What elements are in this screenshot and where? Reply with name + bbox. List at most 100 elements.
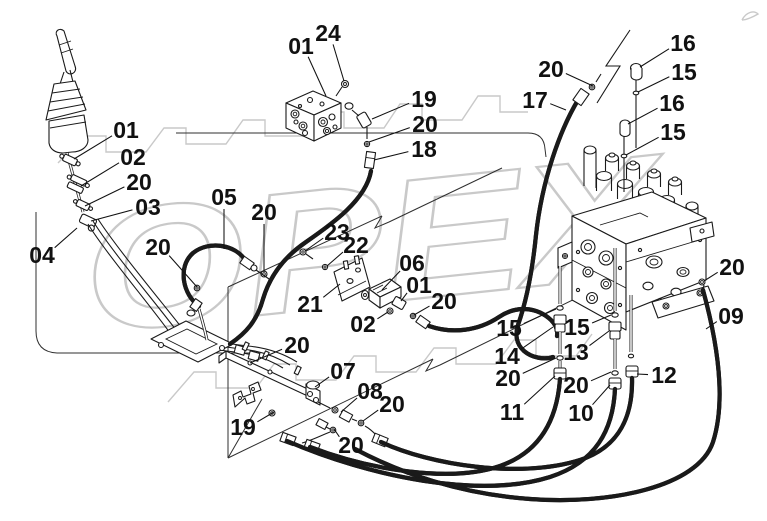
screw-23 (299, 248, 307, 256)
callout-leader-15-32 (591, 314, 612, 324)
callout-label-01-8: 01 (288, 33, 314, 59)
tee-block-07 (305, 380, 321, 406)
nut-20 (588, 83, 596, 91)
callout-leader-20-13 (565, 73, 594, 87)
callout-leader-20-25 (413, 305, 430, 316)
callout-label-22-20: 22 (343, 232, 369, 258)
callout-leader-10-35 (592, 384, 611, 406)
callout-leader-02-24 (377, 311, 389, 320)
callout-label-20-34: 20 (563, 372, 589, 398)
hose-end-cap (186, 309, 196, 317)
break-symbol (596, 29, 631, 104)
fitting-08 (338, 409, 354, 423)
callout-label-15-18: 15 (660, 119, 686, 145)
bracket-21 (299, 248, 371, 302)
hose-17 (516, 73, 602, 358)
hose-05-loop (184, 246, 273, 341)
hose-end-12 (625, 365, 639, 378)
callout-label-15-28: 15 (496, 315, 522, 341)
callout-label-16-15: 16 (670, 30, 696, 56)
shuttle-valve-block (285, 79, 377, 170)
callout-leader-16-17 (627, 107, 658, 125)
nut (357, 419, 365, 427)
callout-label-20-30: 20 (495, 365, 521, 391)
callout-label-19-10: 19 (411, 86, 437, 112)
callout-leader-13-33 (589, 330, 610, 346)
callout-label-03-3: 03 (135, 194, 161, 220)
callout-label-20-26: 20 (719, 254, 745, 280)
callout-label-20-6: 20 (145, 234, 171, 260)
callout-label-20-42: 20 (338, 432, 364, 458)
joystick-body (48, 114, 89, 154)
callout-label-09-27: 09 (718, 303, 744, 329)
callout-leader-15-18 (625, 136, 659, 156)
callout-label-02-24: 02 (350, 311, 376, 337)
tube-clamp (59, 153, 81, 167)
callout-leader-03-3 (90, 209, 133, 222)
callout-leader-01-23 (400, 292, 408, 302)
floor-panel-top-edge (176, 132, 547, 158)
callout-leader-20-11 (368, 127, 410, 143)
callout-leader-20-34 (590, 371, 612, 382)
callout-leader-01-0 (73, 135, 113, 160)
callout-leader-15-28 (523, 308, 557, 324)
callout-label-01-0: 01 (113, 117, 139, 143)
watermark-jagged-band-mid (167, 333, 593, 403)
callout-label-01-23: 01 (406, 272, 432, 298)
ring-15 (632, 90, 640, 96)
callout-leader-19-41 (257, 411, 275, 423)
z-bracket-19 (232, 381, 262, 408)
nut-02 (386, 307, 394, 315)
callout-label-15-16: 15 (671, 59, 697, 85)
nut (193, 284, 201, 292)
callout-label-20-25: 20 (431, 288, 457, 314)
callout-leader-07-38 (314, 376, 330, 388)
callout-label-18-12: 18 (411, 136, 437, 162)
hose-end-18 (363, 150, 377, 170)
callout-leader-20-30 (522, 357, 557, 374)
tube-clamp (72, 199, 94, 211)
ring-15 (620, 153, 628, 159)
bottom-hoses (284, 287, 720, 500)
callout-leader-20-42 (333, 428, 340, 438)
ring-15 (611, 312, 619, 318)
callout-leader-24-9 (332, 44, 345, 82)
callout-leader-02-1 (80, 162, 120, 187)
fitting (315, 418, 329, 430)
callout-leader-21-21 (322, 283, 341, 298)
callout-label-17-14: 17 (522, 87, 548, 113)
callout-leader-04-4 (54, 227, 78, 249)
callout-label-20-13: 20 (538, 56, 564, 82)
nut (329, 426, 337, 434)
floor-panel-left-edge (35, 212, 250, 354)
outlet-nut-20 (698, 278, 706, 286)
callout-label-07-38: 07 (330, 358, 356, 384)
fitting-13 (608, 321, 622, 332)
callout-leader-17-14 (550, 103, 567, 111)
callout-leader-23-19 (304, 237, 324, 252)
callout-label-20-40: 20 (379, 391, 405, 417)
nut (331, 406, 339, 414)
hose-fitting (572, 87, 590, 107)
callout-leader-15-16 (637, 76, 670, 93)
panel-outlines (35, 132, 639, 459)
callout-label-20-7: 20 (251, 199, 277, 225)
diagram-parts (45, 28, 720, 500)
washer-22 (321, 263, 329, 271)
bolt-24 (340, 79, 350, 89)
callout-leader-20-6 (168, 255, 198, 288)
callout-label-02-1: 02 (120, 144, 146, 170)
callout-label-08-39: 08 (357, 378, 383, 404)
ring-20 (611, 370, 619, 376)
callout-label-12-36: 12 (651, 362, 677, 388)
callout-label-04-4: 04 (29, 242, 55, 268)
callout-label-21-21: 21 (297, 291, 323, 317)
tube-clamp-double (66, 174, 90, 194)
callout-leader-06-22 (381, 270, 401, 291)
callout-label-20-2: 20 (126, 169, 152, 195)
watermark-corner-mark (741, 11, 760, 21)
callout-leader-01-8 (307, 56, 327, 97)
callout-leader-12-36 (636, 373, 649, 376)
